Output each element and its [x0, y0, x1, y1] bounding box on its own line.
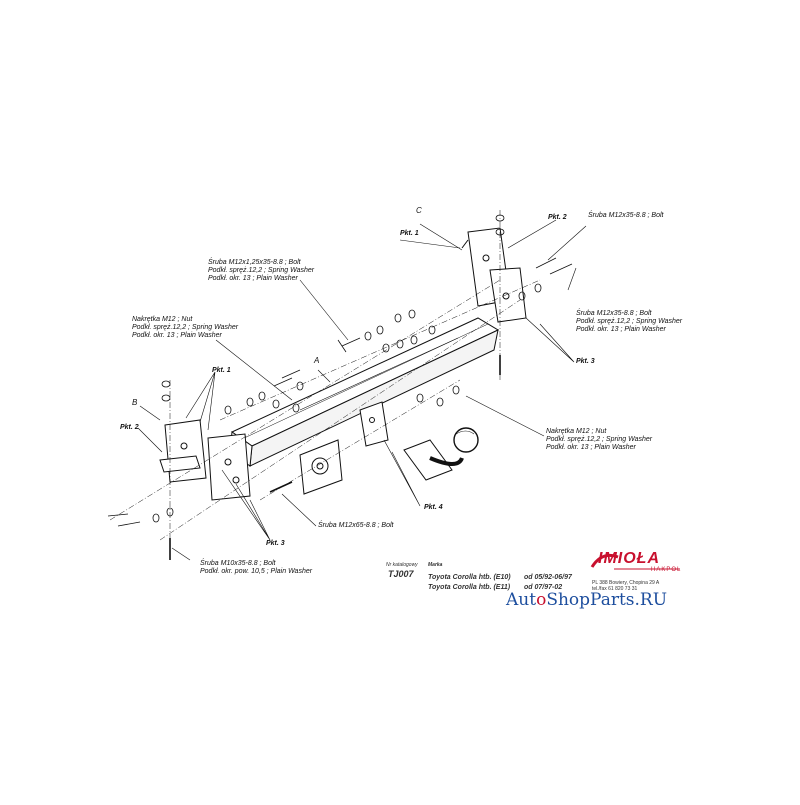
- watermark-mid: ShopParts: [546, 590, 635, 610]
- brand-name: IMIOŁA: [598, 550, 660, 567]
- watermark-prefix: Aut: [506, 590, 537, 610]
- label-bolt-right: Śruba M12x35-8.8 ; Bolt Podkł. spręż.12,…: [576, 310, 682, 334]
- label-line: Podkł. okr. 13 ; Plain Washer: [132, 332, 222, 339]
- watermark-o: o: [536, 590, 547, 610]
- label-line: Podkł. okr. 13 ; Plain Washer: [576, 326, 666, 333]
- autoshopparts-watermark: AutoShopParts.RU: [506, 590, 667, 610]
- label-line: Podkł. spręż.12,2 ; Spring Washer: [132, 324, 239, 331]
- address-line: PL 388 Bowiery, Chopina 29 A: [592, 580, 660, 586]
- label-line: Nakrętka M12 ; Nut: [546, 428, 607, 435]
- pkt3-upper: Pkt. 3: [576, 358, 595, 365]
- watermark-suffix: .RU: [634, 590, 668, 610]
- catalog-number-header: Nr katalogowy: [386, 562, 418, 568]
- address-line: tel./fax 61 820 73 31: [592, 586, 638, 592]
- pkt3-lower: Pkt. 3: [266, 540, 285, 547]
- label-line: Podkł. spręż.12,2 ; Spring Washer: [546, 436, 653, 443]
- label-line: Śruba M10x35-8.8 ; Bolt: [200, 560, 276, 567]
- leader-lines: [137, 219, 587, 561]
- socket-plate: [299, 439, 343, 495]
- label-line: Podkł. okr. pow. 10,5 ; Plain Washer: [200, 568, 313, 575]
- pkt2-lower: Pkt. 2: [120, 424, 139, 431]
- label-bolt-m12x125: Śruba M12x1,25x35-8.8 ; Bolt Podkł. sprę…: [208, 259, 314, 283]
- right-bracket: [461, 227, 527, 323]
- letter-b: B: [132, 398, 138, 407]
- label-nut-left: Nakrętka M12 ; Nut Podkł. spręż.12,2 ; S…: [132, 316, 238, 340]
- letter-c: C: [416, 206, 422, 215]
- marka-header: Marka: [428, 562, 443, 568]
- brand-address: PL 388 Bowiery, Chopina 29 A tel./fax 61…: [592, 580, 659, 592]
- label-line: Śruba M12x1,25x35-8.8 ; Bolt: [208, 259, 301, 266]
- letter-a: A: [314, 356, 320, 365]
- model-row-2: Toyota Corolla htb. (E11): [428, 584, 511, 591]
- pkt1-upper: Pkt. 1: [400, 230, 419, 237]
- label-line: Podkł. okr. 13 ; Plain Washer: [546, 444, 636, 451]
- imiola-logo-swoosh: [590, 553, 680, 570]
- label-line: Podkł. spręż.12,2 ; Spring Washer: [208, 267, 315, 274]
- label-line: Śruba M12x35-8.8 ; Bolt: [576, 310, 652, 317]
- years-row-2: od 07/97-02: [524, 584, 563, 591]
- brand-sub: HAKPOL: [651, 567, 682, 573]
- years-row-1: od 05/92-06/97: [524, 574, 572, 581]
- label-bolt-top-right: Śruba M12x35-8.8 ; Bolt: [588, 212, 664, 219]
- center-bracket: [359, 401, 389, 447]
- catalog-number: TJ007: [388, 569, 414, 579]
- pkt4: Pkt. 4: [424, 504, 443, 511]
- label-bolt-m10: Śruba M10x35-8.8 ; Bolt Podkł. okr. pow.…: [200, 560, 312, 576]
- fastener-row-left: [224, 369, 304, 415]
- label-bolt-m12x65: Śruba M12x65-8.8 ; Bolt: [318, 522, 394, 529]
- pkt1-lower: Pkt. 1: [212, 367, 231, 374]
- axis-lines: [109, 210, 541, 560]
- label-line: Podkł. spręż.12,2 ; Spring Washer: [576, 318, 683, 325]
- label-line: Podkł. okr. 13 ; Plain Washer: [208, 275, 298, 282]
- ball-hitch: [403, 427, 479, 481]
- pkt2-upper: Pkt. 2: [548, 214, 567, 221]
- fastener-row-upper: [337, 309, 436, 353]
- label-nut-right: Nakrętka M12 ; Nut Podkł. spręż.12,2 ; S…: [546, 428, 652, 452]
- label-line: Nakrętka M12 ; Nut: [132, 316, 193, 323]
- model-row-1: Toyota Corolla htb. (E10): [428, 574, 511, 581]
